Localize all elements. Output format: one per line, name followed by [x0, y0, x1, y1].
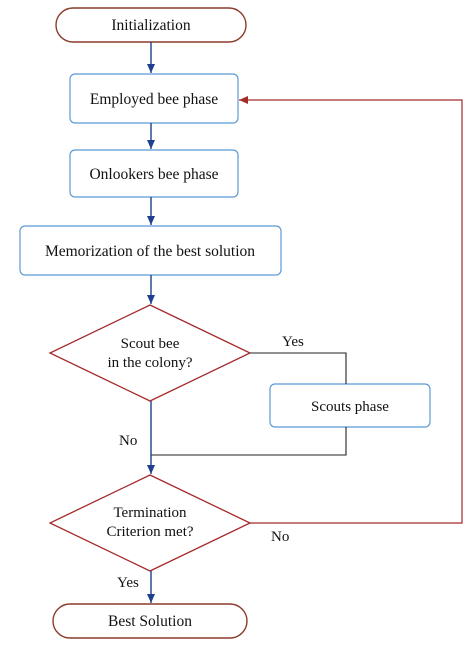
scout-decision-line2: in the colony?	[108, 355, 193, 371]
termination-line1: Termination	[113, 505, 187, 521]
memorization-box: Memorization of the best solution	[19, 225, 282, 276]
line-scouts-return	[151, 427, 347, 456]
employed-label: Employed bee phase	[90, 91, 218, 108]
termination-no-label: No	[271, 529, 289, 545]
scout-no-label: No	[119, 433, 137, 449]
memorization-label: Memorization of the best solution	[45, 243, 255, 260]
termination-yes-label: Yes	[117, 575, 139, 591]
end-terminator: Best Solution	[52, 603, 248, 639]
start-label: Initialization	[111, 17, 190, 34]
arrow-termination-no-loopback	[239, 96, 463, 524]
end-label: Best Solution	[108, 613, 192, 630]
scout-decision-diamond: Scout bee in the colony?	[48, 304, 252, 402]
start-terminator: Initialization	[55, 7, 247, 43]
employed-bee-phase-box: Employed bee phase	[69, 73, 239, 124]
scouts-phase-box: Scouts phase	[269, 383, 431, 428]
onlookers-bee-phase-box: Onlookers bee phase	[69, 149, 239, 198]
termination-line2: Criterion met?	[106, 524, 193, 540]
scouts-label: Scouts phase	[311, 399, 389, 415]
termination-decision-diamond: Termination Criterion met?	[48, 474, 252, 572]
scout-decision-line1: Scout bee	[121, 336, 180, 352]
line-scout-yes-to-scouts	[250, 352, 347, 384]
onlookers-label: Onlookers bee phase	[89, 166, 218, 183]
scout-yes-label: Yes	[282, 334, 304, 350]
